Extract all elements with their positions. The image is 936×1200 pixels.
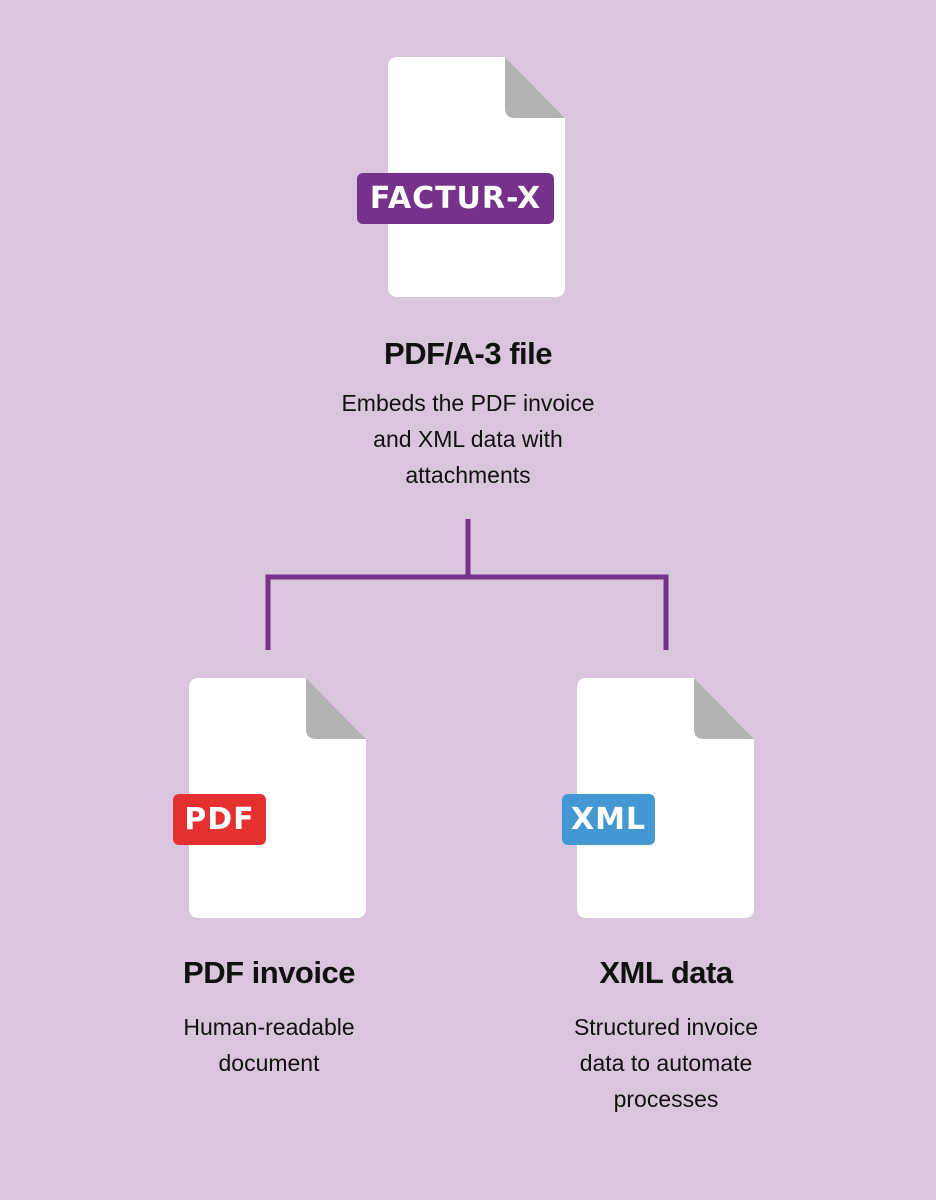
file-icon-xml (577, 678, 754, 918)
file-icon-pdf (189, 678, 366, 918)
facturx-badge: FACTUR-X (357, 173, 554, 224)
pdfa3-description: Embeds the PDF invoice and XML data with… (341, 390, 595, 488)
pdf-badge: PDF (173, 794, 266, 845)
xml-data-title: XML data (599, 955, 733, 990)
pdf-invoice-title: PDF invoice (183, 955, 355, 990)
xml-badge: XML (562, 794, 655, 845)
pdfa3-title: PDF/A-3 file (384, 336, 552, 371)
pdf-invoice-description: Human-readable document (183, 1014, 355, 1076)
xml-data-description: Structured invoice data to automate proc… (573, 1014, 759, 1112)
